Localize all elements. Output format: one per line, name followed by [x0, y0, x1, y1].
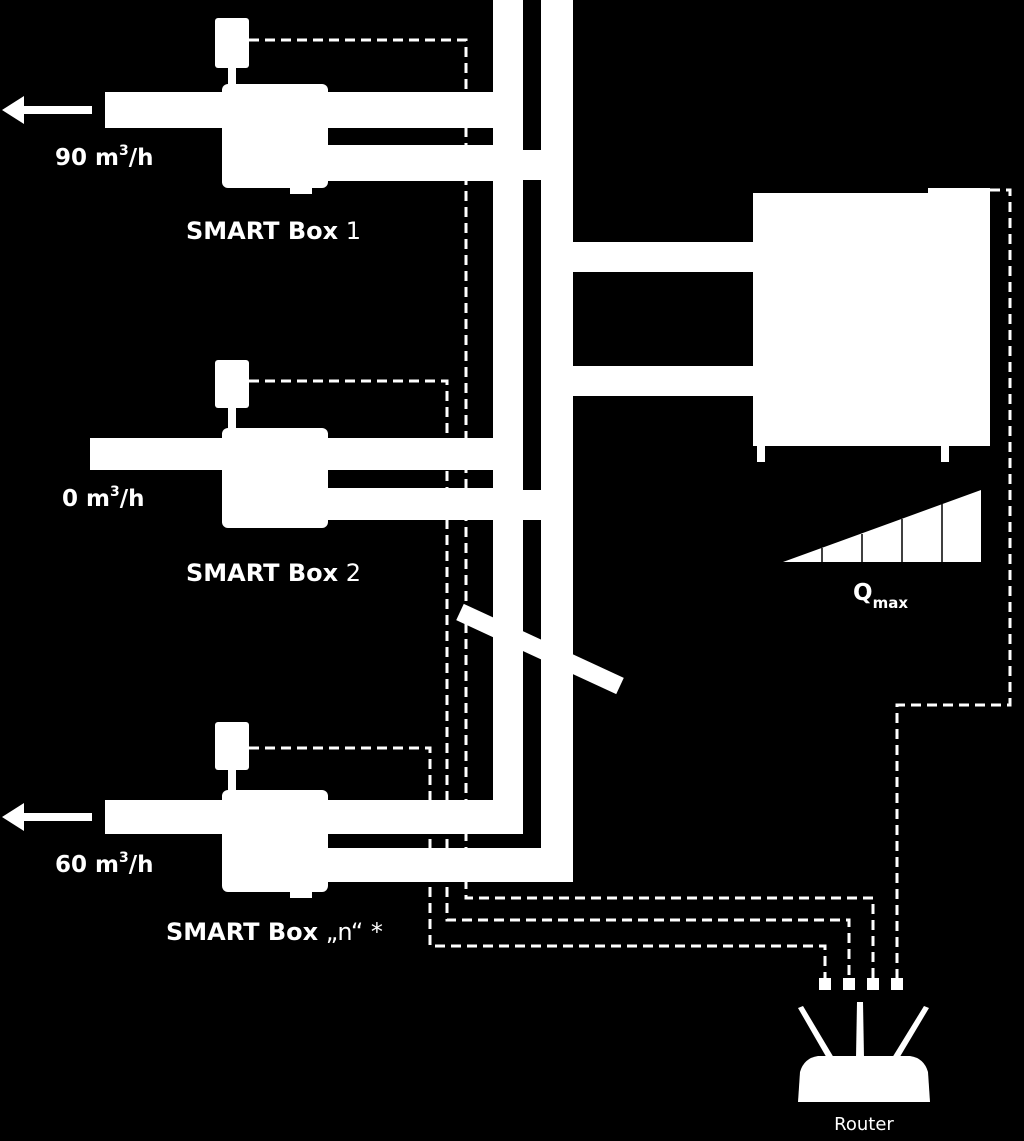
controller-box — [215, 18, 249, 68]
qmax-ramp — [783, 490, 981, 562]
router-port — [867, 978, 879, 990]
outflow-arrow — [2, 96, 92, 124]
controller-box — [215, 722, 249, 770]
smart-box-label: SMART Box 2 — [186, 559, 361, 587]
router-antenna — [892, 1006, 929, 1060]
signal-cable-central-unit — [895, 188, 1012, 978]
smart-box-label: SMART Box 1 — [186, 217, 361, 245]
valve-body — [222, 428, 328, 528]
smart-box-1: 90 m3/h SMART Box 1 — [2, 18, 495, 245]
signal-cable-box-2 — [249, 379, 851, 978]
router-port — [843, 978, 855, 990]
outflow-arrow — [2, 803, 92, 831]
return-pipe — [325, 848, 573, 882]
valve-body — [222, 84, 328, 188]
valve-foot — [290, 185, 312, 194]
signal-cable-box-n — [249, 746, 827, 978]
qmax-label: Qmax — [853, 580, 908, 612]
controller-stem — [228, 770, 236, 796]
smart-box-n: 60 m3/h SMART Box „n“ * — [2, 722, 573, 946]
unit-supply-pipe — [541, 242, 756, 272]
return-pipe — [325, 145, 493, 181]
return-pipe — [325, 488, 493, 520]
pipe-break-mark — [456, 603, 624, 695]
riser-connector — [523, 490, 541, 520]
router-label: Router — [834, 1114, 894, 1135]
central-unit — [753, 193, 990, 446]
router-port — [819, 978, 831, 990]
flow-rate-label: 90 m3/h — [55, 143, 154, 171]
main-riser-left — [493, 0, 523, 815]
riser-connector — [523, 150, 541, 180]
router-antenna — [798, 1006, 834, 1060]
main-riser-right — [541, 0, 573, 882]
qmax-ramp-scale — [821, 504, 943, 562]
router: Router — [798, 1002, 930, 1135]
smart-box-label: SMART Box „n“ * — [166, 918, 383, 946]
flow-rate-label: 0 m3/h — [62, 484, 145, 512]
router-antenna — [856, 1002, 864, 1058]
flow-rate-label: 60 m3/h — [55, 850, 154, 878]
valve-body — [222, 790, 328, 892]
smart-box-2: 0 m3/h SMART Box 2 — [62, 360, 495, 587]
central-unit-foot — [941, 440, 949, 462]
router-body — [798, 1056, 930, 1102]
central-unit-foot — [757, 440, 765, 462]
central-unit-top — [928, 188, 990, 196]
controller-stem — [228, 68, 236, 94]
controller-stem — [228, 408, 236, 432]
controller-box — [215, 360, 249, 408]
unit-return-pipe — [541, 366, 756, 396]
valve-foot — [290, 889, 312, 898]
router-port — [891, 978, 903, 990]
signal-cable-box-1 — [249, 38, 875, 978]
